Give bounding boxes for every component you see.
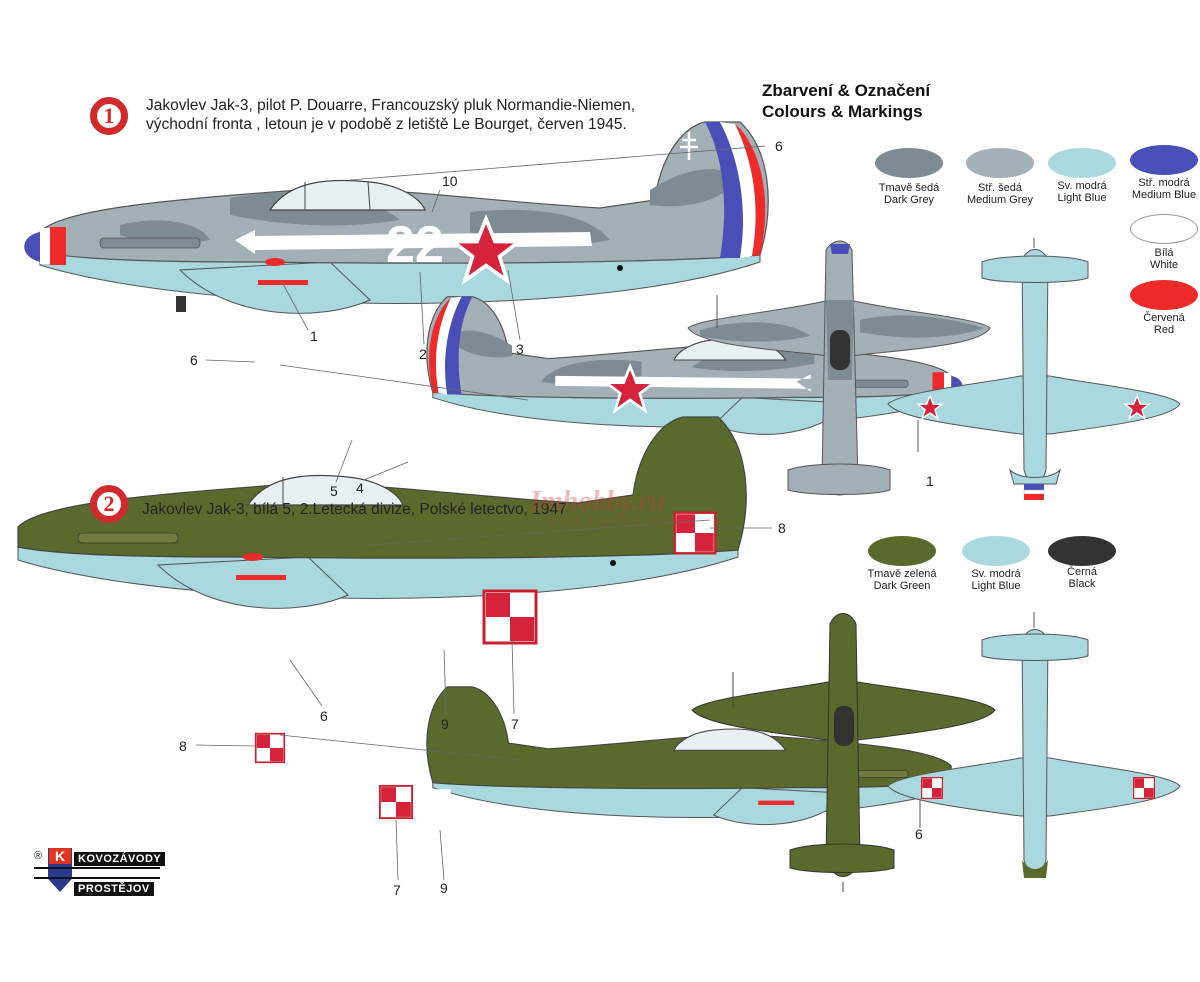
swatch-white — [1130, 214, 1198, 244]
scheme-1-badge: 1 — [90, 97, 128, 135]
manufacturer-logo: ® K KOVOZÁVODY PROSTĚJOV — [34, 848, 166, 900]
scheme-2-side-view-small — [426, 686, 952, 826]
scheme-1-top-view — [687, 240, 991, 496]
callout-s2a-7: 7 — [511, 716, 519, 732]
scheme-2-top-view — [691, 613, 996, 892]
legend-title-en: Colours & Markings — [762, 102, 923, 121]
aircraft-2-code-small: 5 — [430, 780, 453, 827]
scheme-2-bottom-view — [887, 612, 1181, 878]
callout-s1a-6: 6 — [775, 138, 783, 154]
aircraft-1-code-large: 22 — [386, 216, 444, 274]
logo-stripes — [34, 867, 160, 879]
logo-mark: K — [49, 848, 71, 864]
swatch-dark-grey — [875, 148, 943, 178]
callout-s1b-4: 4 — [356, 480, 364, 496]
callout-s2a-9: 9 — [441, 716, 449, 732]
swatch-light-blue — [1048, 148, 1116, 178]
scheme-1-side-view-large — [24, 121, 769, 314]
watermark-subtext: ВРЕМЯ ВЫБИРАТЬ ХОББИ — [546, 516, 683, 526]
swatch-dark-green — [868, 536, 936, 566]
callout-s1a-2: 2 — [419, 346, 427, 362]
callout-s2b-9: 9 — [440, 880, 448, 896]
callout-s1b-5: 5 — [330, 483, 338, 499]
callout-s2b-8: 8 — [179, 738, 187, 754]
swatch-black — [1048, 536, 1116, 566]
logo-registered-mark: ® — [34, 850, 43, 862]
polish-chequer-tail-small — [254, 732, 286, 764]
scheme-2-caption: Jakovlev Jak-3, bílá 5, 2.Letecká divize… — [142, 501, 567, 518]
watermark-text: Imhobby.ru — [530, 486, 666, 517]
logo-line1: KOVOZÁVODY — [74, 852, 166, 866]
callout-s2-bottom-6: 6 — [915, 826, 923, 842]
swatch-medium-grey — [966, 148, 1034, 178]
legend-title-cz: Zbarvení & Označení — [762, 81, 931, 100]
scheme-2-badge: 2 — [90, 485, 128, 523]
legend-title: Zbarvení & Označení Colours & Markings — [762, 80, 930, 122]
callout-s1a-3: 3 — [516, 341, 524, 357]
callout-leaders — [195, 145, 772, 881]
aircraft-2-code-large: 5 — [420, 586, 453, 653]
scheme-1-bottom-view — [887, 238, 1181, 500]
scheme-1-caption: Jakovlev Jak-3, pilot P. Douarre, Franco… — [146, 96, 635, 134]
logo-line2: PROSTĚJOV — [74, 882, 154, 896]
callout-s1a-10: 10 — [442, 173, 458, 189]
callout-s2a-6: 6 — [320, 708, 328, 724]
polish-chequer-fuselage-small — [378, 784, 414, 820]
scheme-1-number: 1 — [97, 104, 121, 128]
scheme-1-caption-line1: Jakovlev Jak-3, pilot P. Douarre, Franco… — [146, 97, 636, 114]
swatch-medium-blue — [1130, 145, 1198, 175]
callout-s1b-6: 6 — [190, 352, 198, 368]
polish-chequer-fuselage-large — [482, 589, 538, 645]
swatch-red — [1130, 280, 1198, 310]
scheme-2-side-view-large — [17, 416, 747, 609]
swatch-light-blue-2 — [962, 536, 1030, 566]
aircraft-1-code-small: 22 — [450, 413, 492, 455]
callout-s1-bottom-1: 1 — [926, 473, 934, 489]
callout-s2b-7: 7 — [393, 882, 401, 898]
scheme-1-caption-line2: východní fronta , letoun je v podobě z l… — [146, 116, 627, 133]
callout-s2a-8: 8 — [778, 520, 786, 536]
scheme-2-number: 2 — [97, 492, 121, 516]
callout-s1a-1: 1 — [310, 328, 318, 344]
